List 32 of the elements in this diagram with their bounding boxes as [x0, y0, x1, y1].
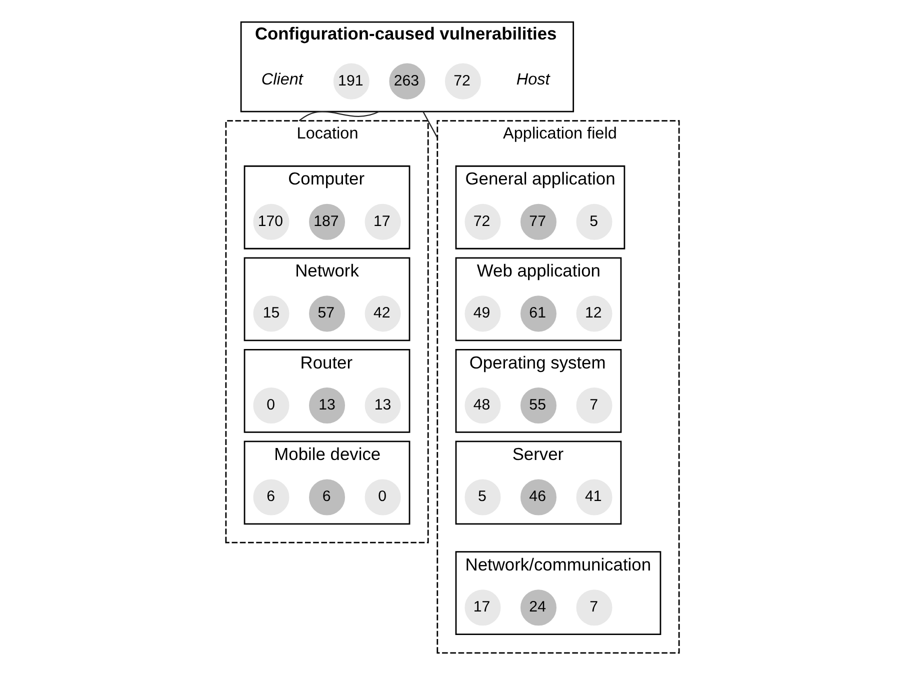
node-circle: 187: [308, 204, 345, 240]
node-circle: 7: [576, 590, 612, 626]
node-circle: 17: [364, 204, 400, 240]
node-circle: 13: [308, 387, 345, 424]
node-circle: 13: [364, 387, 400, 424]
node-circle: 57: [308, 296, 345, 332]
node-circle: 5: [576, 204, 612, 240]
node-circle: 170: [252, 204, 289, 240]
node-circle: 12: [576, 296, 612, 332]
node-circle: 17: [464, 590, 500, 626]
node-circle: 72: [444, 63, 480, 100]
label: Client: [260, 70, 302, 88]
node-circle: 55: [520, 387, 556, 424]
node-circle: 72: [464, 204, 500, 240]
node-circle: 42: [364, 296, 400, 332]
node-circle: 41: [576, 479, 612, 516]
node-circle: 24: [520, 590, 556, 626]
node-circle: 6: [308, 479, 345, 516]
node-circle: 5: [464, 479, 500, 516]
node-circle: 48: [464, 387, 500, 424]
node-circle: 7: [576, 387, 612, 424]
node-circle: 191: [332, 63, 369, 100]
node-circle: 77: [520, 204, 556, 240]
label: Host: [516, 70, 550, 88]
node-circle: 46: [520, 479, 556, 516]
node-circle: 0: [252, 387, 289, 424]
node-circle: 49: [464, 296, 500, 332]
node-circle: 263: [388, 63, 425, 100]
node-circle: 0: [364, 479, 400, 516]
node-circle: 61: [520, 296, 556, 332]
node-circle: 15: [252, 296, 289, 332]
node-circle: 6: [252, 479, 289, 516]
